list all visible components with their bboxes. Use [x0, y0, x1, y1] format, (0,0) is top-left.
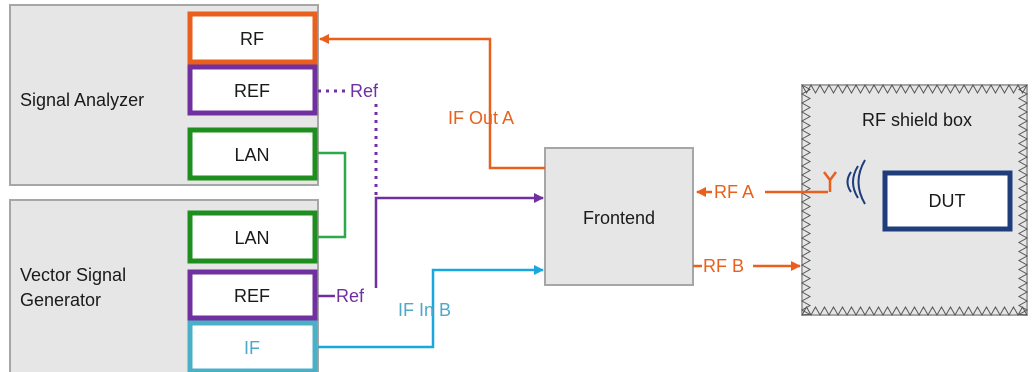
rf-a-label: RF A [714, 182, 754, 202]
if-out-a-label: IF Out A [448, 108, 514, 128]
if-in-b-label: IF In B [398, 300, 451, 320]
frontend-box [544, 147, 694, 286]
sa-lan-label: LAN [234, 145, 269, 165]
ref-solid-line-up [374, 193, 544, 288]
vsg-ref-label: REF [234, 286, 270, 306]
shield-box-label: RF shield box [862, 110, 972, 130]
radio-waves-icon [846, 159, 866, 205]
lan-link-line [318, 151, 347, 239]
vsg-label-line2: Generator [20, 290, 101, 310]
sa-lan-port [187, 127, 318, 181]
ref-top-label: Ref [350, 81, 379, 101]
vsg-if-label: IF [244, 338, 260, 358]
dut-label: DUT [929, 191, 966, 211]
sa-rf-port [187, 11, 318, 65]
vsg-lan-port [187, 210, 318, 264]
sa-ref-label: REF [234, 81, 270, 101]
ref-bottom-label: Ref [336, 286, 365, 306]
vsg-if-port [187, 320, 318, 372]
if-out-a-line [319, 34, 545, 170]
frontend-label: Frontend [583, 208, 655, 228]
sa-ref-port [187, 64, 318, 116]
antenna-icon [823, 171, 837, 192]
sa-rf-label: RF [240, 29, 264, 49]
signal-analyzer-label: Signal Analyzer [20, 90, 144, 110]
dut-box [882, 170, 1013, 232]
vsg-label-line1: Vector Signal [20, 265, 126, 285]
vsg-ref-port [187, 269, 318, 321]
rf-b-label: RF B [703, 256, 744, 276]
vsg-lan-label: LAN [234, 228, 269, 248]
if-in-b-line [318, 265, 544, 349]
